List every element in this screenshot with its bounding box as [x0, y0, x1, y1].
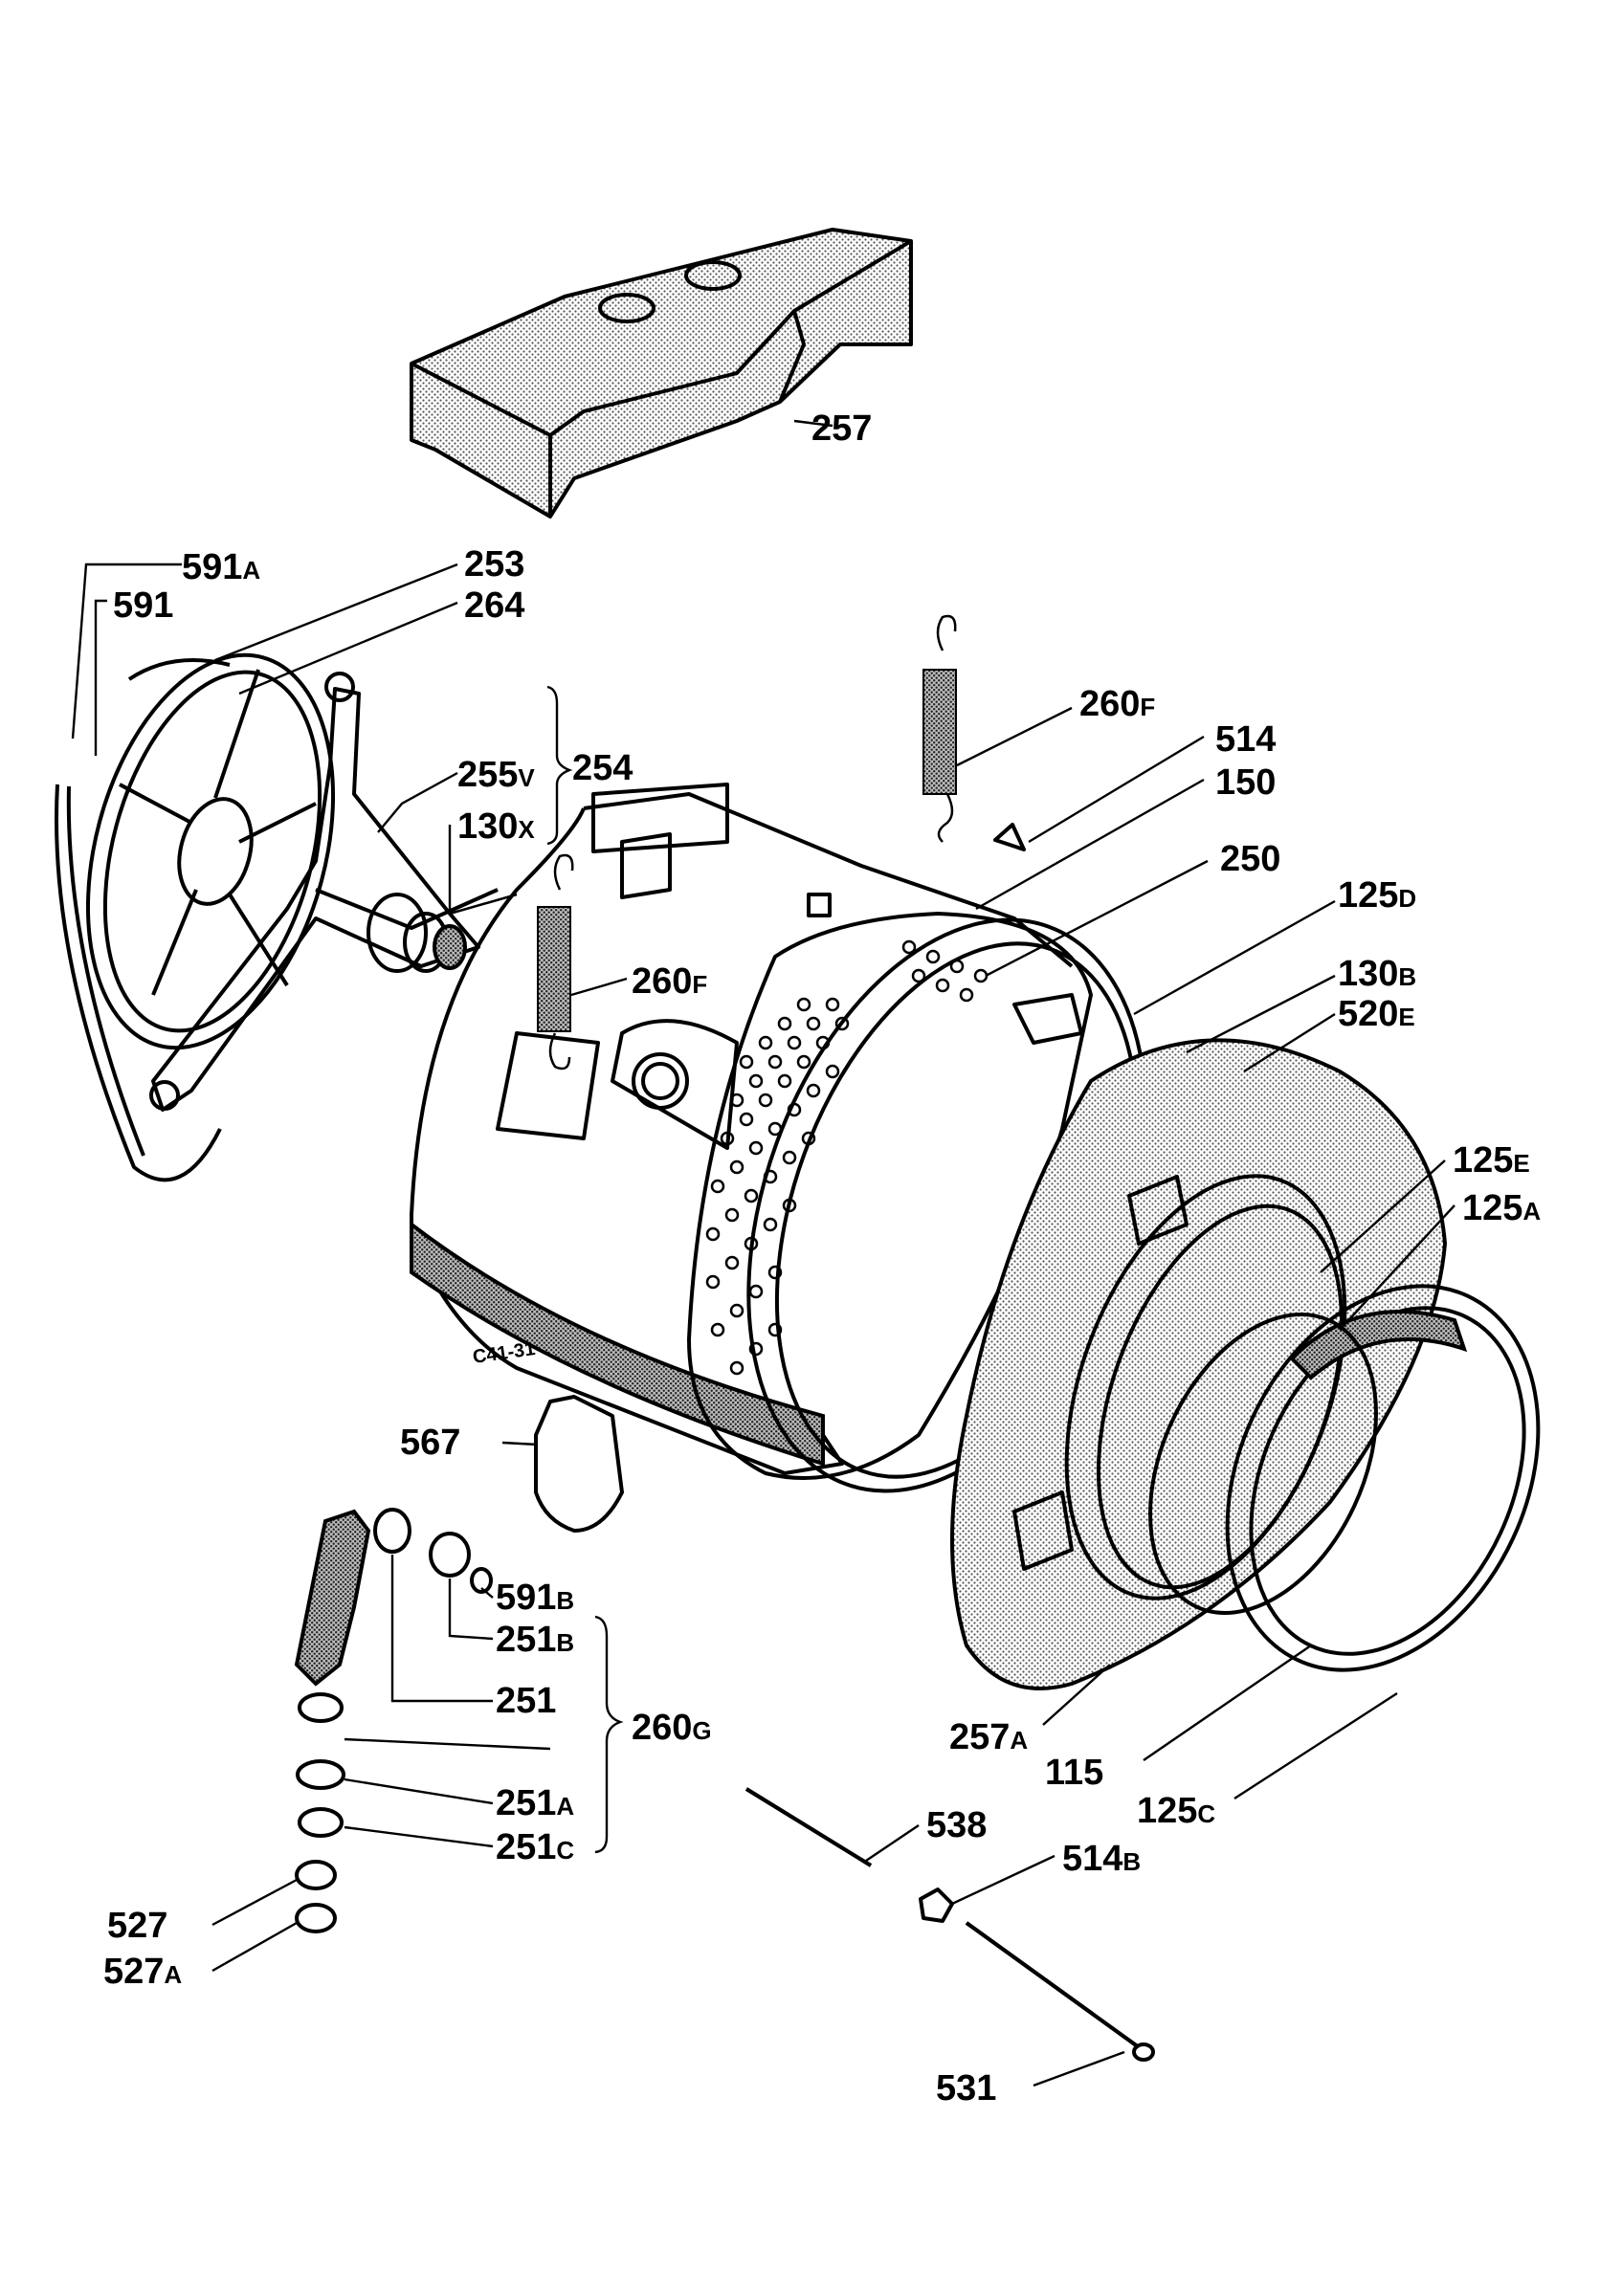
callout-130x: 130X	[457, 806, 535, 847]
drum-perforations	[705, 939, 989, 1376]
spring-cap-514	[993, 823, 1026, 851]
bolt-531	[965, 1921, 1155, 2062]
callout-150: 150	[1215, 762, 1276, 803]
pin-538	[744, 1787, 873, 1867]
callout-130b: 130B	[1338, 954, 1416, 994]
callout-514b: 514B	[1062, 1839, 1141, 1879]
callout-567: 567	[400, 1423, 460, 1463]
callout-260g: 260G	[632, 1708, 712, 1748]
callout-125d: 125D	[1338, 875, 1416, 916]
callout-531: 531	[936, 2068, 996, 2108]
washer-tub	[410, 783, 1074, 1475]
callout-527a: 527A	[103, 1952, 182, 1992]
callout-251c: 251C	[496, 1827, 574, 1867]
callout-254: 254	[572, 748, 633, 788]
callout-520e: 520E	[1338, 994, 1415, 1034]
pump-filter-567	[534, 1395, 624, 1533]
callout-591a: 591A	[182, 547, 260, 587]
spring-top	[922, 614, 957, 843]
callout-260f-top: 260F	[1079, 684, 1155, 724]
pulley-wheel	[55, 652, 336, 1182]
counterweight-257	[410, 228, 913, 519]
callout-538: 538	[926, 1805, 987, 1845]
bracket-260g	[594, 1615, 624, 1854]
callout-115: 115	[1045, 1753, 1103, 1793]
callout-125a: 125A	[1462, 1188, 1541, 1228]
bracket-254	[546, 685, 573, 846]
callout-251: 251	[496, 1681, 556, 1721]
drum-spider-arm	[149, 672, 518, 1112]
callout-257a: 257A	[949, 1717, 1028, 1757]
callout-264: 264	[464, 585, 524, 626]
callout-260f-mid: 260F	[632, 961, 707, 1002]
callout-527: 527	[107, 1906, 167, 1946]
perforated-drum	[687, 912, 1093, 1480]
gasket-assembly	[950, 1038, 1447, 1690]
callout-591: 591	[113, 585, 173, 626]
callout-251a: 251A	[496, 1783, 574, 1823]
callout-251b: 251B	[496, 1620, 574, 1660]
callout-labels: 257 591A 591 253 264 254 255V 130X 260F …	[103, 408, 1541, 2108]
callout-255v: 255V	[457, 755, 535, 795]
nut-514b	[919, 1888, 954, 1923]
shock-absorber-assembly	[294, 1508, 493, 1933]
spring-middle	[537, 853, 574, 1071]
callout-253: 253	[464, 544, 524, 585]
leader-lines	[71, 419, 1455, 2087]
callout-257: 257	[811, 408, 872, 449]
callout-250: 250	[1220, 839, 1280, 879]
callout-125e: 125E	[1453, 1140, 1530, 1181]
callout-125c: 125C	[1137, 1791, 1215, 1831]
callout-514: 514	[1215, 719, 1276, 760]
callout-591b: 591B	[496, 1578, 574, 1618]
